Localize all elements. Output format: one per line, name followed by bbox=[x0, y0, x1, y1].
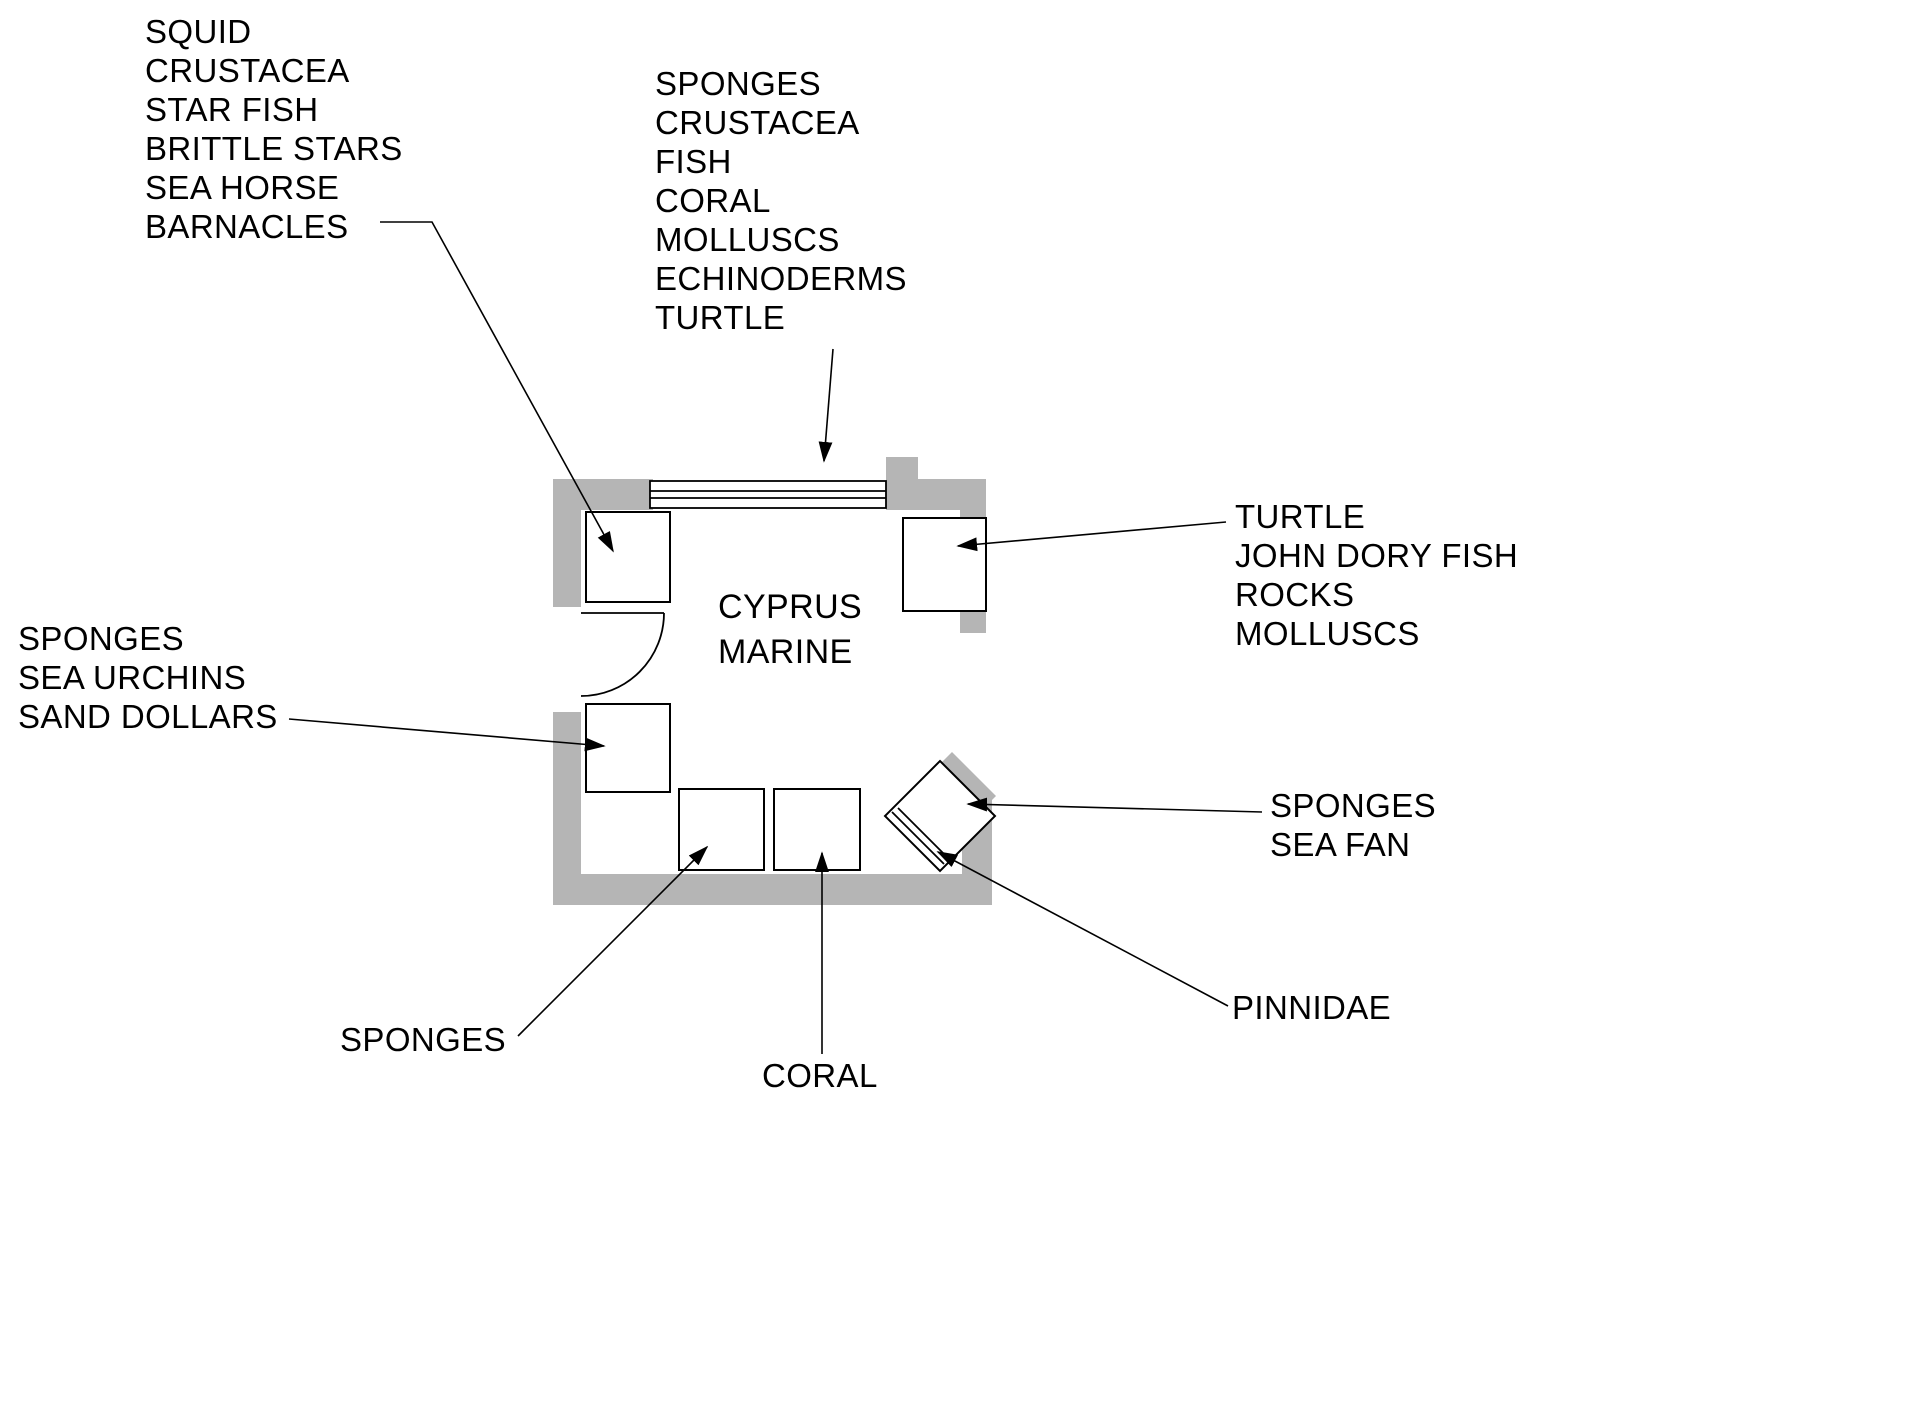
display-case-bottom-left bbox=[678, 788, 765, 871]
leader-left-mid bbox=[288, 718, 606, 752]
wall-bottom bbox=[553, 874, 992, 905]
case-label-left-specimens: SPONGES SEA URCHINS SAND DOLLARS bbox=[18, 620, 278, 735]
case-label-pinnidae: PINNIDAE bbox=[1232, 989, 1392, 1026]
case-label-upper-left-specimens: SQUID CRUSTACEA STAR FISH BRITTLE STARS … bbox=[145, 13, 403, 245]
display-case-diagonal-shelf-line bbox=[891, 811, 945, 865]
case-label-bottom-sponges: SPONGES bbox=[340, 1021, 507, 1058]
case-label-bottom-coral: CORAL bbox=[762, 1057, 878, 1094]
door bbox=[580, 612, 665, 697]
display-cases bbox=[585, 511, 997, 873]
leader-bottom-sponges bbox=[517, 845, 709, 1037]
leader-upper-left bbox=[380, 221, 614, 553]
wall-right-upper bbox=[960, 479, 986, 521]
leader-lines bbox=[288, 221, 1263, 1054]
leader-top-center bbox=[818, 348, 834, 463]
display-case-top-right bbox=[902, 517, 987, 612]
leader-pinnidae bbox=[936, 851, 1229, 1007]
wall-left-upper bbox=[553, 479, 581, 607]
walls bbox=[553, 457, 996, 905]
case-label-sea-fan: SPONGES SEA FAN bbox=[1270, 787, 1437, 863]
display-case-left-mid bbox=[585, 703, 671, 793]
window-top-wall bbox=[649, 480, 887, 509]
door-arc bbox=[580, 612, 665, 697]
display-case-bottom-right bbox=[773, 788, 861, 871]
leader-sea-fan bbox=[966, 797, 1263, 813]
room-name: CYPRUS MARINE bbox=[718, 588, 863, 671]
case-label-top-wall-specimens: SPONGES CRUSTACEA FISH CORAL MOLLUSCS EC… bbox=[655, 65, 907, 336]
wall-top-right-notch bbox=[886, 457, 918, 481]
display-case-diagonal-shelf-line bbox=[897, 807, 949, 859]
case-label-top-right-specimens: TURTLE JOHN DORY FISH ROCKS MOLLUSCS bbox=[1235, 498, 1519, 652]
leader-right-upper bbox=[956, 521, 1227, 552]
wall-right-mid bbox=[960, 609, 986, 633]
